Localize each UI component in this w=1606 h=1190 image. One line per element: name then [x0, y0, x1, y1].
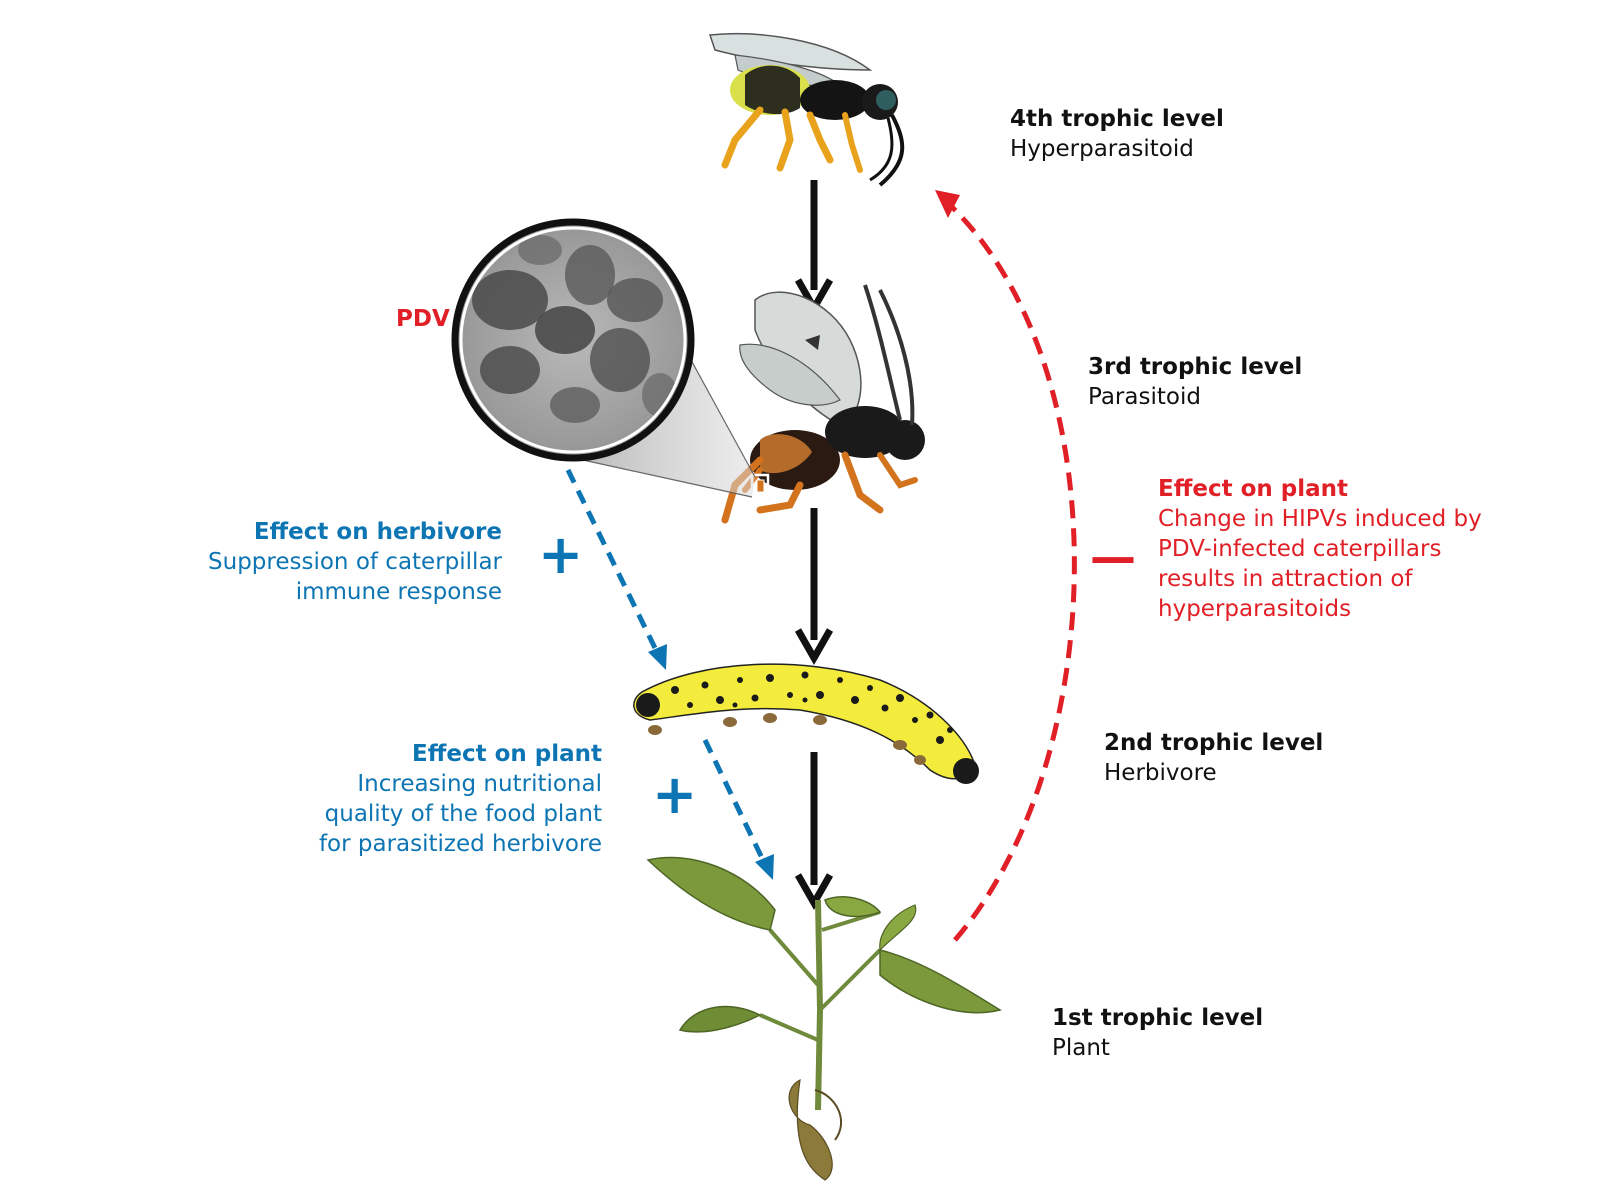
- effect-plant-blue-line-1: Increasing nutritional: [319, 769, 602, 799]
- effect-plant-red-block: Effect on plant Change in HIPVs induced …: [1158, 474, 1482, 624]
- level-1-title: 1st trophic level: [1052, 1003, 1263, 1033]
- label-level-3: 3rd trophic level Parasitoid: [1088, 352, 1302, 412]
- level-2-title: 2nd trophic level: [1104, 728, 1323, 758]
- level-4-subtitle: Hyperparasitoid: [1010, 134, 1224, 164]
- effect-plant-red-line-3: results in attraction of: [1158, 564, 1482, 594]
- red-dashed-arrow: [935, 190, 1074, 940]
- effect-plant-blue-title: Effect on plant: [319, 739, 602, 769]
- effect-plant-red-line-2: PDV-infected caterpillars: [1158, 534, 1482, 564]
- trophic-arrow-2-to-1: [798, 752, 830, 903]
- level-4-title: 4th trophic level: [1010, 104, 1224, 134]
- hyperparasitoid-wasp-icon: [710, 34, 902, 185]
- trophic-arrow-4-to-3: [798, 180, 830, 308]
- blue-dashed-arrow-plant: [705, 740, 774, 880]
- effect-plant-blue-line-2: quality of the food plant: [319, 799, 602, 829]
- label-level-1: 1st trophic level Plant: [1052, 1003, 1263, 1063]
- effect-plant-blue-line-3: for parasitized herbivore: [319, 829, 602, 859]
- level-3-title: 3rd trophic level: [1088, 352, 1302, 382]
- parasitoid-wasp-icon: [725, 285, 925, 520]
- label-level-2: 2nd trophic level Herbivore: [1104, 728, 1323, 788]
- effect-herbivore-line-1: Suppression of caterpillar: [208, 547, 502, 577]
- pdv-label: PDV: [396, 304, 450, 334]
- trophic-arrow-3-to-2: [798, 508, 830, 658]
- plant-icon: [648, 857, 1000, 1180]
- level-3-subtitle: Parasitoid: [1088, 382, 1302, 412]
- level-1-subtitle: Plant: [1052, 1033, 1263, 1063]
- effect-plant-blue-block: Effect on plant Increasing nutritional q…: [319, 739, 602, 859]
- level-2-subtitle: Herbivore: [1104, 758, 1323, 788]
- label-level-4: 4th trophic level Hyperparasitoid: [1010, 104, 1224, 164]
- effect-plant-red-line-4: hyperparasitoids: [1158, 594, 1482, 624]
- effect-herbivore-title: Effect on herbivore: [208, 517, 502, 547]
- plus-sign-plant: +: [652, 768, 697, 822]
- effect-plant-red-line-1: Change in HIPVs induced by: [1158, 504, 1482, 534]
- effect-herbivore-block: Effect on herbivore Suppression of cater…: [208, 517, 502, 607]
- effect-plant-red-title: Effect on plant: [1158, 474, 1482, 504]
- plus-sign-herbivore: +: [538, 528, 583, 582]
- effect-herbivore-line-2: immune response: [208, 577, 502, 607]
- minus-sign-plant: —: [1090, 534, 1136, 580]
